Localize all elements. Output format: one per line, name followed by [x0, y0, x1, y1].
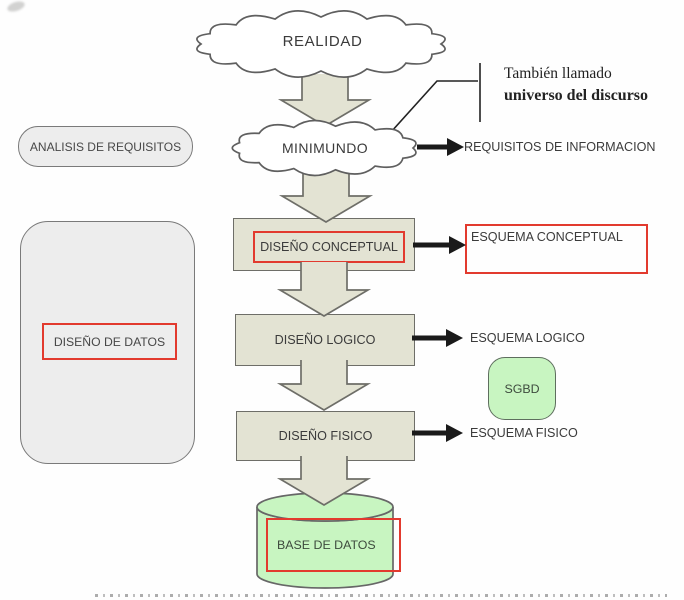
diseno-conceptual-label: DISEÑO CONCEPTUAL: [260, 240, 398, 254]
esquema-fisico-label: ESQUEMA FISICO: [470, 426, 578, 440]
diseno-de-datos-label: DISEÑO DE DATOS: [53, 334, 166, 349]
diseno-conceptual-highlight: DISEÑO CONCEPTUAL: [253, 231, 405, 263]
base-de-datos-highlight: BASE DE DATOS: [266, 518, 401, 572]
requisitos-de-informacion-label: REQUISITOS DE INFORMACION: [464, 140, 656, 154]
sgbd-node: SGBD: [488, 357, 556, 420]
esquema-logico-label: ESQUEMA LOGICO: [470, 331, 585, 345]
diseno-de-datos-highlight: DISEÑO DE DATOS: [42, 323, 177, 360]
corner-artifact: [6, 0, 26, 14]
diseno-logico-label: DISEÑO LOGICO: [274, 333, 376, 347]
diseno-logico-node: DISEÑO LOGICO: [235, 314, 415, 366]
esquema-conceptual-highlight: ESQUEMA CONCEPTUAL: [465, 224, 648, 274]
sgbd-label: SGBD: [504, 381, 540, 396]
esquema-conceptual-label: ESQUEMA CONCEPTUAL: [471, 230, 623, 244]
analisis-de-requisitos-label: ANALISIS DE REQUISITOS: [29, 139, 182, 154]
diseno-conceptual-node: DISEÑO CONCEPTUAL: [233, 218, 415, 271]
analisis-de-requisitos-node: ANALISIS DE REQUISITOS: [18, 126, 193, 167]
cropped-caption-sliver: [95, 594, 667, 597]
diseno-fisico-label: DISEÑO FISICO: [278, 429, 373, 443]
diseno-fisico-node: DISEÑO FISICO: [236, 411, 415, 461]
base-de-datos-label: BASE DE DATOS: [277, 538, 376, 552]
diseno-de-datos-panel: DISEÑO DE DATOS: [20, 221, 195, 464]
